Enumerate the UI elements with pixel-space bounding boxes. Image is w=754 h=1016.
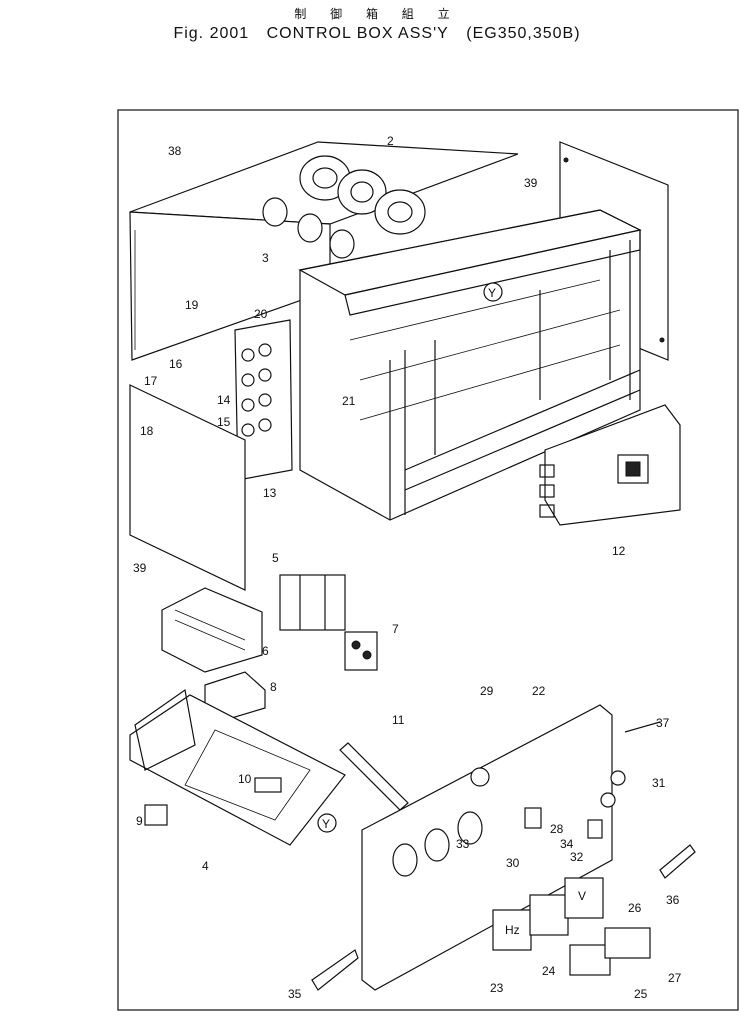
callout-35: 35 xyxy=(288,987,302,1001)
fig-label: Fig. 2001 xyxy=(173,25,250,42)
model-label: (EG350,350B) xyxy=(466,25,581,42)
assembly-title: CONTROL BOX ASS'Y xyxy=(266,25,449,42)
reference-marker-upper xyxy=(483,282,503,302)
transformer xyxy=(279,574,346,631)
callout-31: 31 xyxy=(652,776,666,790)
callout-30: 30 xyxy=(506,856,520,870)
callout-25: 25 xyxy=(634,987,648,1001)
knob-31a xyxy=(610,770,626,786)
callout-9: 9 xyxy=(136,814,143,828)
callout-5: 5 xyxy=(272,551,279,565)
reference-marker-lower xyxy=(317,813,337,833)
callout-26: 26 xyxy=(628,901,642,915)
callout-12: 12 xyxy=(612,544,626,558)
meter-face-hz: Hz xyxy=(505,923,520,937)
title-block: 制 御 箱 組 立 Fig. 2001 CONTROL BOX ASS'Y (E… xyxy=(0,6,754,44)
socket-27 xyxy=(604,927,651,959)
terminal-board xyxy=(234,319,293,481)
circuit-breaker xyxy=(539,404,681,526)
callout-10: 10 xyxy=(238,772,252,786)
meters xyxy=(492,877,604,951)
callout-15: 15 xyxy=(217,415,231,429)
relay xyxy=(344,631,378,671)
knob-31b xyxy=(600,792,616,808)
socket-25 xyxy=(569,944,611,976)
figure-title: Fig. 2001 CONTROL BOX ASS'Y (EG350,350B) xyxy=(0,24,754,44)
callout-14: 14 xyxy=(217,393,231,407)
callout-39-lower: 39 xyxy=(133,561,147,575)
callout-24: 24 xyxy=(542,964,556,978)
callout-22: 22 xyxy=(532,684,546,698)
switch-28 xyxy=(524,807,542,829)
callout-33: 33 xyxy=(456,837,470,851)
main-frame xyxy=(298,209,642,521)
callout-11: 11 xyxy=(392,713,405,727)
terminal-block-9 xyxy=(144,804,168,826)
callout-21: 21 xyxy=(342,394,356,408)
callout-16: 16 xyxy=(169,357,183,371)
callout-39-upper: 39 xyxy=(524,176,538,190)
callout-32: 32 xyxy=(570,850,584,864)
bracket-35 xyxy=(311,949,359,991)
drawing-frame xyxy=(117,109,739,1011)
callout-28: 28 xyxy=(550,822,564,836)
callout-37: 37 xyxy=(656,716,670,730)
hour-meter xyxy=(470,767,490,787)
base-plate xyxy=(129,688,346,846)
callout-6: 6 xyxy=(262,644,269,658)
callout-17: 17 xyxy=(144,374,158,388)
terminal-block-10 xyxy=(254,777,282,793)
reference-marker-lower-label: Y xyxy=(322,817,330,831)
callout-34: 34 xyxy=(560,837,574,851)
callout-20: 20 xyxy=(254,307,268,321)
avr-unit xyxy=(161,587,263,673)
callout-8: 8 xyxy=(270,680,277,694)
switch-32 xyxy=(587,819,603,839)
resistor xyxy=(339,742,409,811)
front-panel xyxy=(361,704,613,991)
callout-19: 19 xyxy=(185,298,199,312)
callout-27: 27 xyxy=(668,971,682,985)
bracket-36 xyxy=(659,844,696,879)
current-transformers xyxy=(262,197,355,259)
reactor-coils xyxy=(299,155,426,235)
callout-18: 18 xyxy=(140,424,154,438)
callout-2: 2 xyxy=(387,134,394,148)
screw-37 xyxy=(624,721,661,733)
callout-4: 4 xyxy=(202,859,209,873)
meter-face-v: V xyxy=(578,889,586,903)
side-panel-left xyxy=(129,384,246,591)
callout-23: 23 xyxy=(490,981,504,995)
callout-29: 29 xyxy=(480,684,494,698)
japanese-title: 制 御 箱 組 立 xyxy=(294,7,460,21)
callout-3: 3 xyxy=(262,251,269,265)
callout-38: 38 xyxy=(168,144,182,158)
callout-13: 13 xyxy=(263,486,277,500)
callout-7: 7 xyxy=(392,622,399,636)
callout-36: 36 xyxy=(666,893,680,907)
reference-marker-upper-label: Y xyxy=(488,286,496,300)
